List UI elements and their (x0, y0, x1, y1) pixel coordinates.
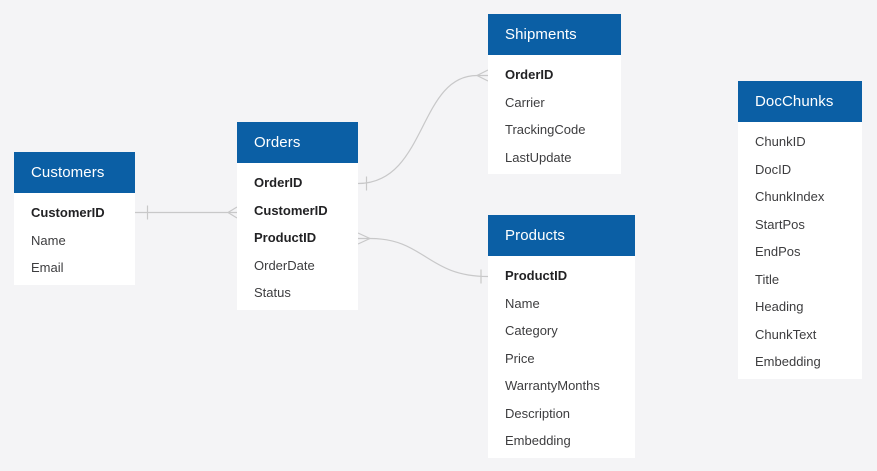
field-docchunks-endpos: EndPos (755, 244, 801, 259)
field-products-warrantymonths: WarrantyMonths (505, 378, 600, 393)
field-shipments-orderid: OrderID (505, 67, 554, 82)
relationship-line-Orders.OrderID-to-Shipments.OrderID (476, 74, 489, 82)
entity-title-shipments[interactable]: Shipments (488, 14, 621, 55)
relationship-line-Customers.CustomerID-to-Orders.CustomerID (227, 211, 238, 219)
field-orders-status: Status (254, 285, 291, 300)
field-docchunks-startpos: StartPos (755, 216, 805, 232)
field-docchunks-title: Title (755, 271, 780, 287)
field-shipments-trackingcode: TrackingCode (505, 122, 586, 137)
field-docchunks-chunktext: ChunkText (755, 326, 817, 342)
relationship-line-Customers.CustomerID-to-Orders.CustomerID (227, 206, 238, 214)
relationship-line-Orders.OrderID-to-Shipments.OrderID (476, 69, 489, 77)
field-docchunks-docid: DocID (755, 161, 792, 177)
entity-title-customers[interactable]: Customers (14, 152, 135, 193)
field-docchunks-embedding: Embedding (755, 354, 821, 369)
field-products-description: Description (505, 405, 571, 421)
field-orders-customerid: CustomerID (254, 202, 328, 218)
entity-title-docchunks[interactable]: DocChunks (738, 81, 862, 122)
field-shipments-carrier: Carrier (505, 94, 545, 110)
field-orders-productid: ProductID (254, 230, 317, 245)
entity-title-products[interactable]: Products (488, 215, 635, 256)
field-products-embedding: Embedding (505, 433, 571, 448)
field-docchunks-chunkid: ChunkID (755, 134, 806, 149)
field-products-name: Name (505, 295, 540, 311)
relationship-line-Products.ProductID-to-Orders.ProductID (358, 237, 489, 278)
field-orders-orderdate: OrderDate (254, 257, 315, 273)
field-products-price: Price (505, 350, 535, 366)
relationship-line-Orders.OrderID-to-Shipments.OrderID (357, 74, 488, 185)
field-products-productid: ProductID (505, 268, 568, 283)
entity-title-orders[interactable]: Orders (237, 122, 358, 163)
field-customers-customerid: CustomerID (31, 205, 105, 220)
field-orders-orderid: OrderID (254, 175, 303, 190)
relationship-line-Products.ProductID-to-Orders.ProductID (357, 237, 371, 245)
field-docchunks-heading: Heading (755, 299, 804, 314)
field-shipments-lastupdate: LastUpdate (505, 149, 572, 165)
field-docchunks-chunkindex: ChunkIndex (755, 189, 825, 204)
relationship-line-Products.ProductID-to-Orders.ProductID (357, 232, 371, 240)
field-products-category: Category (505, 323, 558, 338)
field-customers-email: Email (31, 260, 64, 275)
field-customers-name: Name (31, 232, 66, 248)
